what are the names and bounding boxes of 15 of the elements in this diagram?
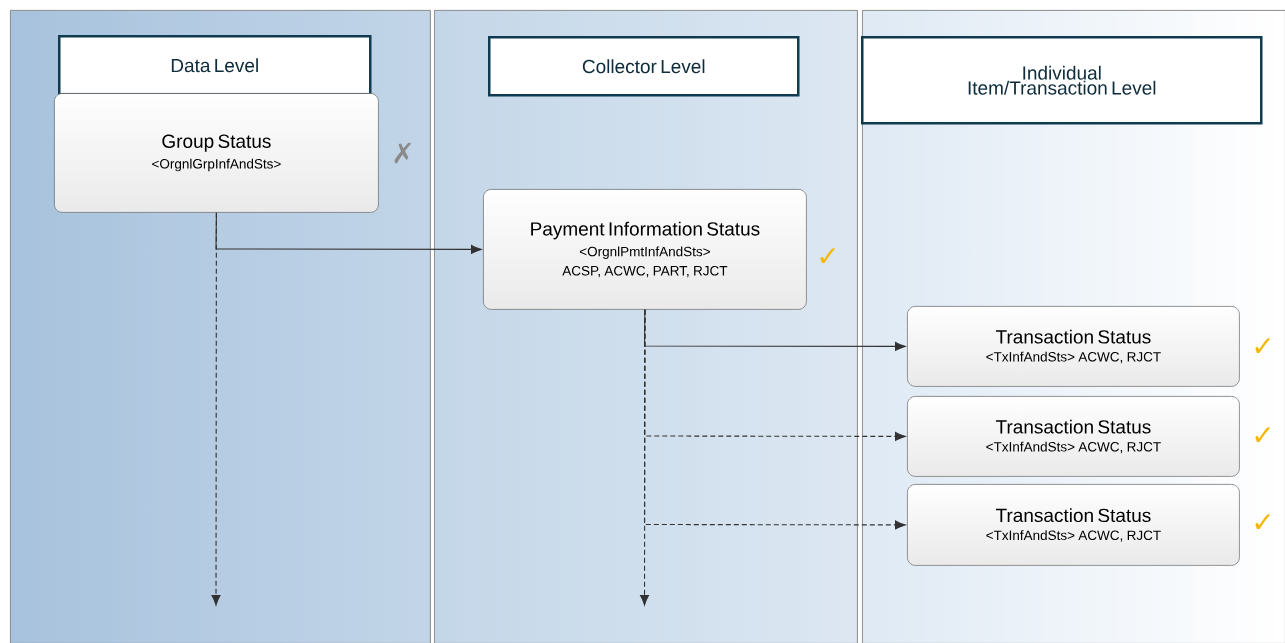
status-box: Transaction Status <TxInfAndSts> ACWC, RJCT	[907, 396, 1240, 477]
level-header: Individual Item/Transaction Level	[861, 36, 1263, 125]
arrow	[640, 309, 650, 606]
status-box: Transaction Status <TxInfAndSts> ACWC, RJCT	[907, 306, 1240, 387]
level-header: Data Level	[58, 35, 372, 96]
cross-mark: ✗	[394, 142, 411, 164]
level-header: Collector Level	[488, 36, 800, 97]
arrow	[211, 212, 221, 606]
check-mark: ✓	[1255, 514, 1270, 530]
check-mark: ✓	[1255, 338, 1270, 354]
status-box: Group Status <OrgnlGrpInfAndSts>	[54, 93, 379, 213]
status-box: Transaction Status <TxInfAndSts> ACWC, RJCT	[907, 484, 1240, 566]
check-mark: ✓	[1255, 427, 1270, 443]
status-box: Payment Information Status <OrgnlPmtInfAndSts> ACSP, ACWC, PART, RJCT	[483, 189, 807, 310]
check-mark: ✓	[820, 248, 835, 264]
